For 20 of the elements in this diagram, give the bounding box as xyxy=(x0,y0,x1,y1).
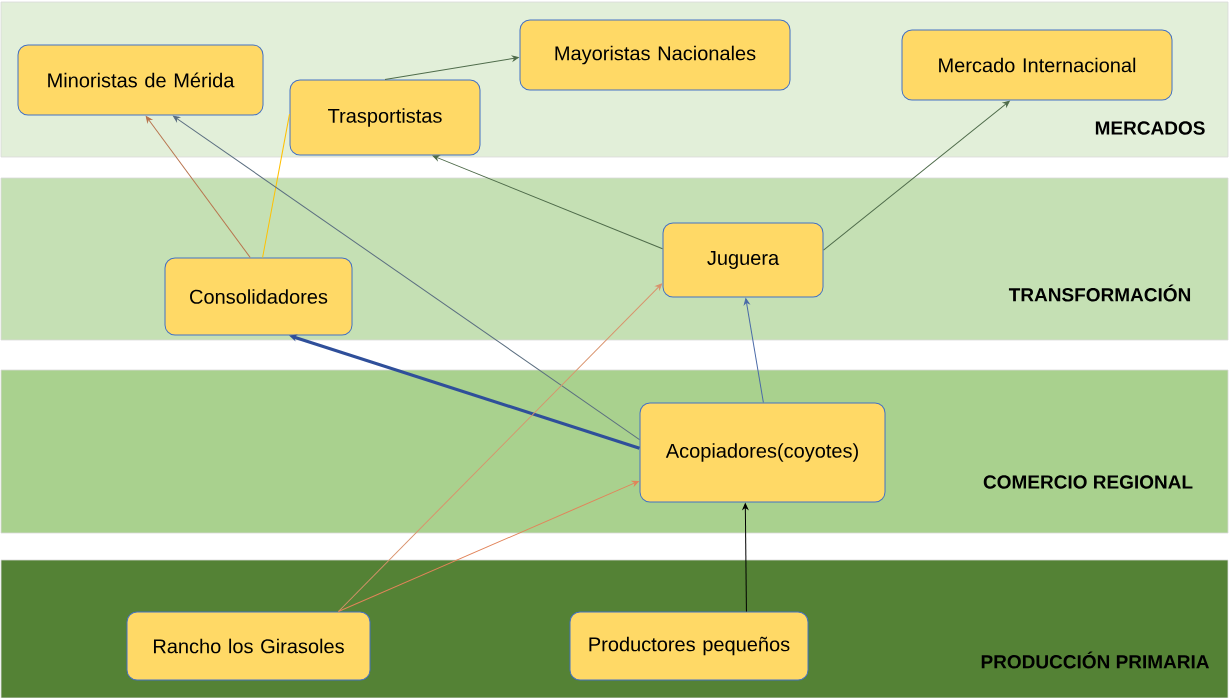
arrow xyxy=(432,155,663,250)
process-box: Consolidadores xyxy=(164,257,353,336)
arrow xyxy=(823,100,1010,251)
process-box: Trasportistas xyxy=(289,79,481,156)
process-box: Mayoristas Nacionales xyxy=(519,19,791,91)
arrow xyxy=(337,283,663,612)
process-box: Acopiadores(coyotes) xyxy=(639,402,886,503)
process-box: Mercado Internacional xyxy=(901,29,1173,101)
arrow xyxy=(384,55,519,80)
process-box: Productores pequeños xyxy=(569,611,809,681)
arrow xyxy=(742,503,749,612)
arrow xyxy=(173,115,640,441)
connector-line xyxy=(262,113,290,258)
arrow xyxy=(743,298,764,403)
arrow xyxy=(145,116,251,258)
process-box: Rancho los Girasoles xyxy=(126,611,371,681)
process-box: Minoristas de Mérida xyxy=(17,44,264,116)
process-box: Juguera xyxy=(662,222,824,298)
arrow xyxy=(289,334,640,450)
arrow xyxy=(337,480,639,612)
